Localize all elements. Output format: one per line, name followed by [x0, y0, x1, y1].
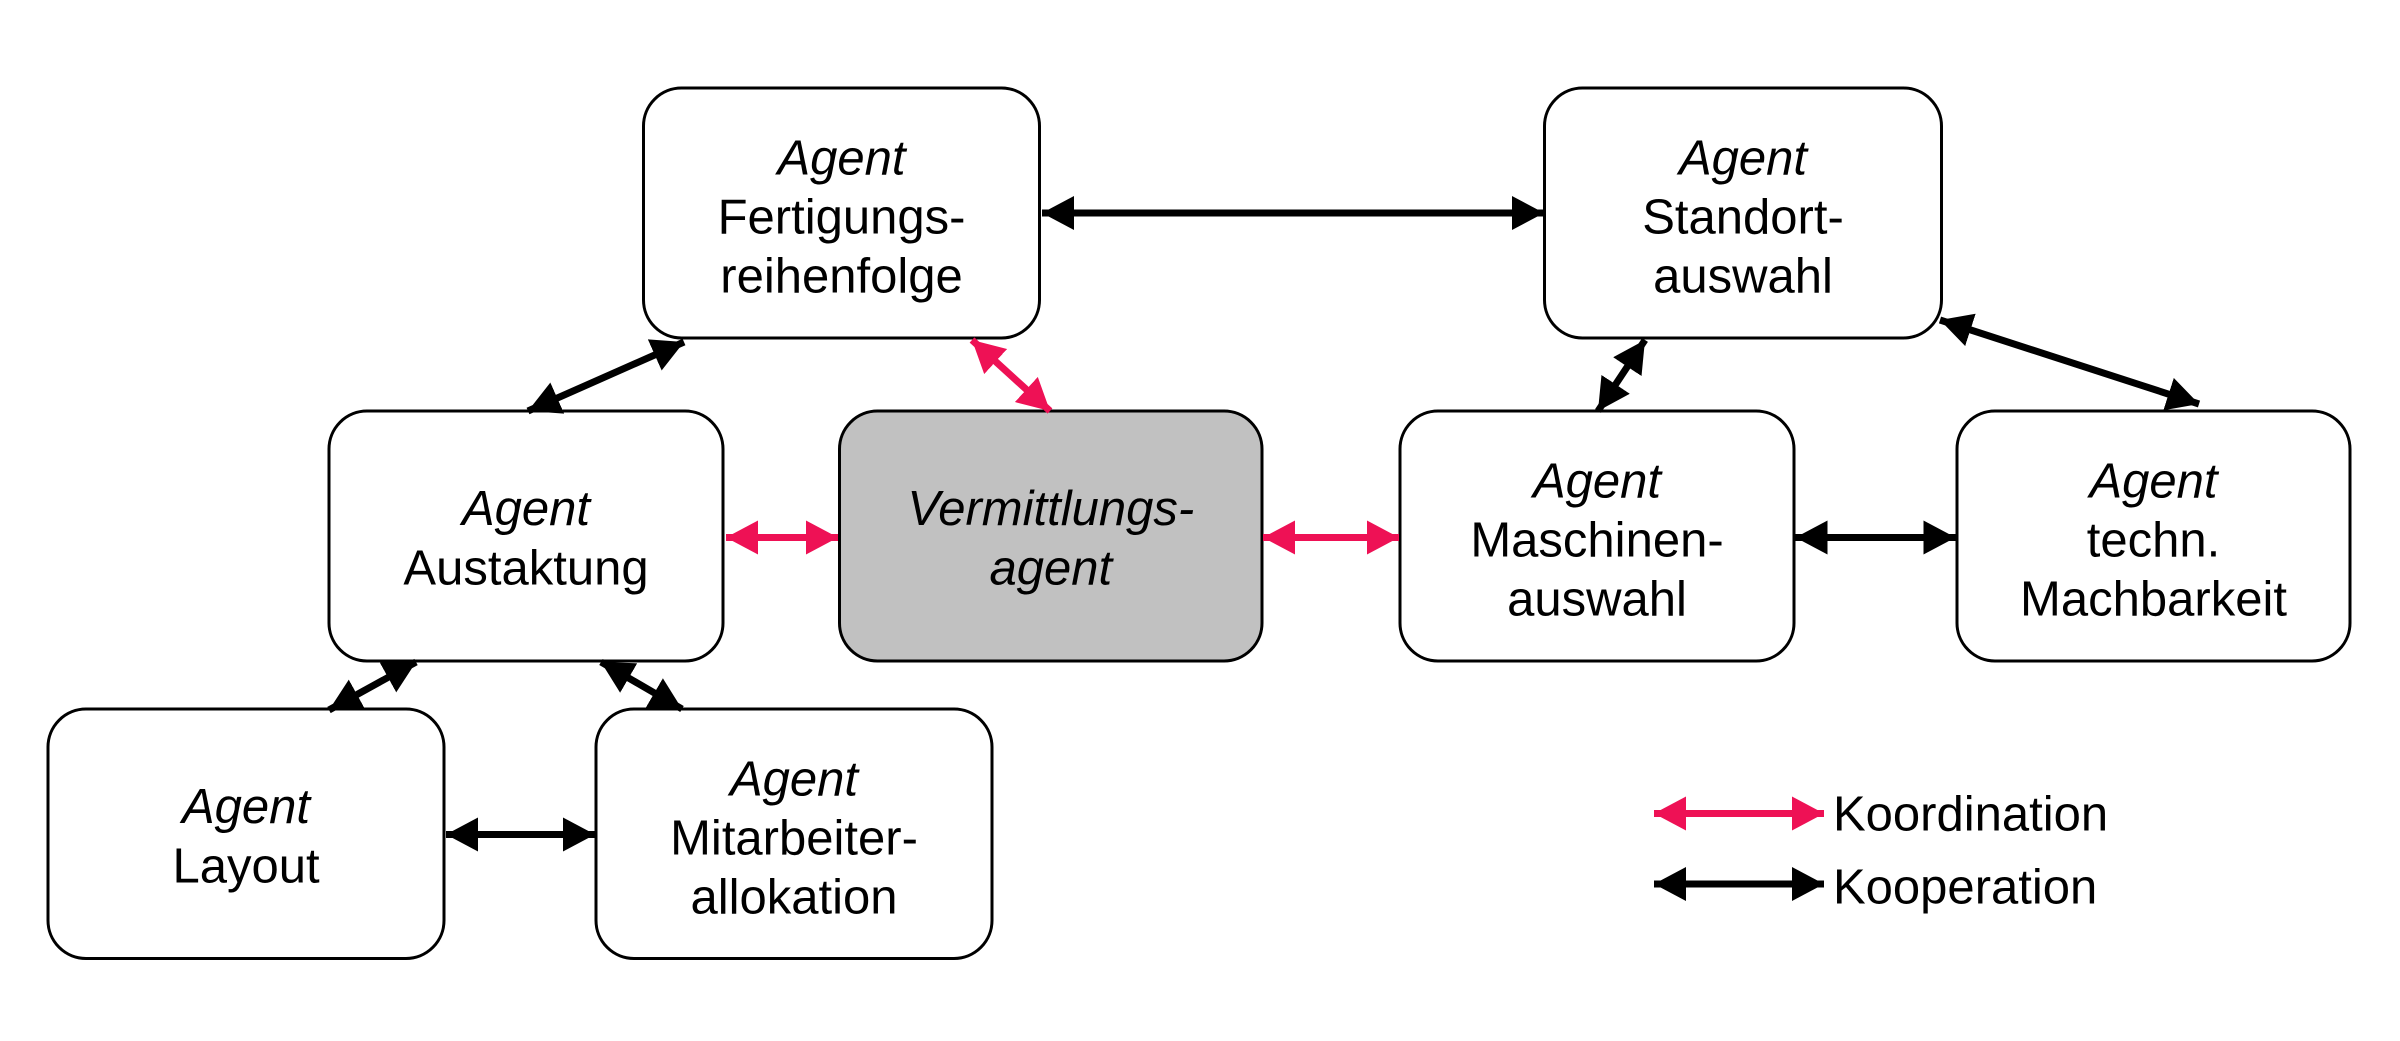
svg-text:Koordination: Koordination: [1833, 788, 2108, 842]
svg-text:Agent: Agent: [179, 780, 312, 834]
svg-text:Vermittlungs-: Vermittlungs-: [907, 482, 1194, 536]
svg-text:Kooperation: Kooperation: [1833, 861, 2097, 915]
svg-text:auswahl: auswahl: [1653, 250, 1833, 304]
svg-text:Agent: Agent: [1676, 132, 1809, 186]
svg-text:agent: agent: [989, 542, 1114, 596]
svg-text:Agent: Agent: [1530, 455, 1663, 509]
svg-text:Agent: Agent: [2086, 455, 2219, 509]
svg-text:techn.: techn.: [2087, 514, 2220, 568]
svg-text:Agent: Agent: [727, 752, 860, 806]
svg-text:Layout: Layout: [172, 839, 320, 893]
svg-text:Mitarbeiter-: Mitarbeiter-: [670, 811, 918, 865]
svg-text:auswahl: auswahl: [1507, 573, 1687, 627]
svg-text:Agent: Agent: [459, 482, 592, 536]
svg-text:Fertigungs-: Fertigungs-: [718, 191, 966, 245]
svg-text:Agent: Agent: [774, 132, 907, 186]
svg-text:Standort-: Standort-: [1642, 191, 1844, 245]
svg-text:Maschinen-: Maschinen-: [1470, 514, 1723, 568]
svg-text:Austaktung: Austaktung: [403, 542, 648, 596]
svg-text:reihenfolge: reihenfolge: [720, 250, 962, 304]
svg-text:Machbarkeit: Machbarkeit: [2020, 573, 2287, 627]
svg-text:allokation: allokation: [690, 870, 897, 924]
